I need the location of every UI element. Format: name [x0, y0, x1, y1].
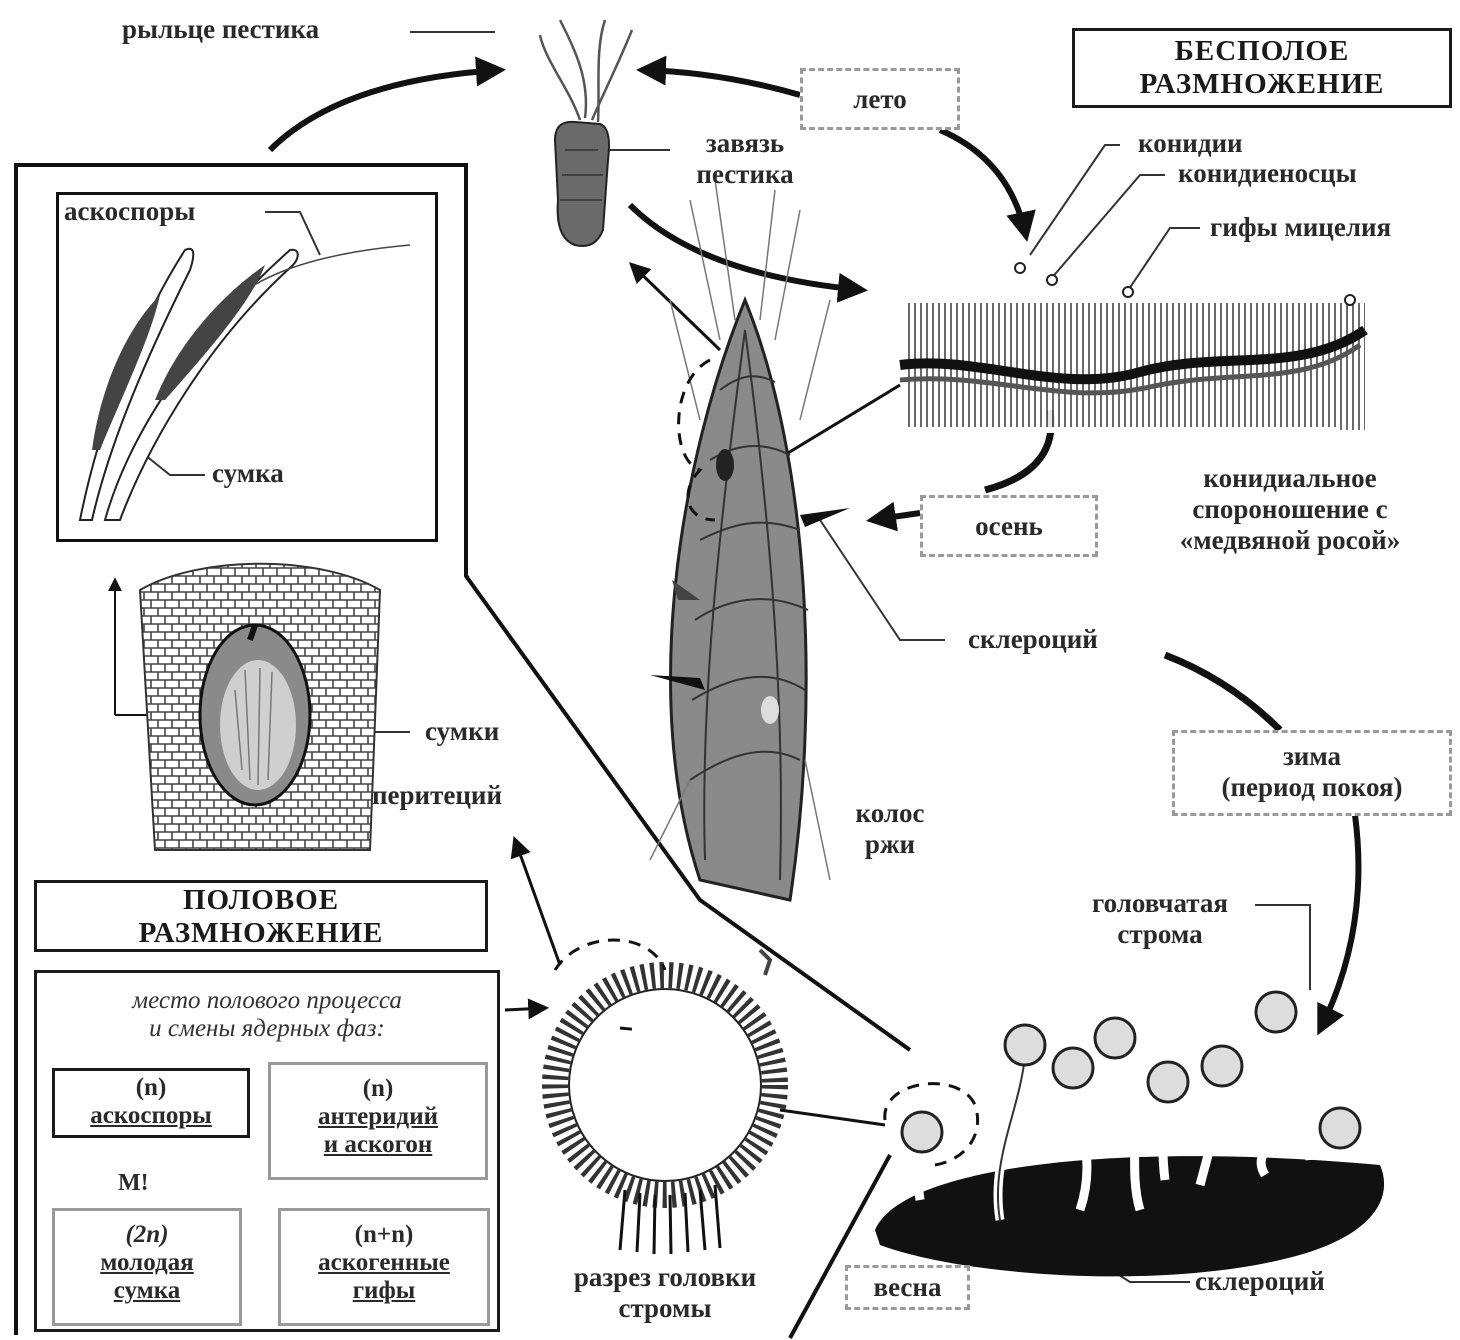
asexual-title-line1: БЕСПОЛОЕ: [1075, 35, 1449, 68]
arrow-sclerotium-to-winter: [1165, 655, 1280, 730]
leader-hyphae: [1125, 228, 1200, 295]
arrow-summer-to-stigma: [642, 70, 800, 95]
sexual-title-line2: РАЗМНОЖЕНИЕ: [37, 917, 485, 950]
pistil-drawing: [540, 20, 632, 246]
ascogenous-ploidy: (n+n): [281, 1221, 487, 1249]
season-autumn: осень: [920, 495, 1098, 557]
conidial-line3: «медвяной росой»: [1130, 525, 1450, 556]
ascospores-name: аскоспоры: [55, 1102, 247, 1130]
ovary-line2: пестика: [670, 159, 820, 190]
label-ascus: сумка: [212, 458, 284, 489]
label-conidia: конидии: [1138, 128, 1243, 159]
conidial-line1: конидиальное: [1130, 463, 1450, 494]
phase-box-ascogenous: (n+n) аскогенные гифы: [278, 1208, 490, 1326]
antheridium-name-line1: антеридий: [271, 1103, 485, 1131]
ascogenous-name-line2: гифы: [281, 1277, 487, 1305]
label-sclerotium-top: склероций: [968, 624, 1098, 655]
young-ascus-name-line2: сумка: [55, 1277, 239, 1305]
season-spring: весна: [845, 1265, 970, 1310]
stroma-line2: строма: [1060, 919, 1260, 950]
winter-line1: зима: [1175, 741, 1449, 772]
leader-conidiophores: [1050, 175, 1165, 280]
label-asci: сумки: [425, 716, 499, 747]
season-summer: лето: [800, 68, 960, 130]
frame-line-lower: [790, 1155, 890, 1338]
label-perithecium: перитеций: [372, 780, 502, 811]
nuclear-heading-line2: и смены ядерных фаз:: [37, 1015, 497, 1043]
section-line1: разрез головки: [525, 1262, 805, 1293]
young-ascus-name-line1: молодая: [55, 1249, 239, 1277]
leader-stroma: [1255, 905, 1310, 990]
phase-box-antheridium: (n) антеридий и аскогон: [268, 1062, 488, 1180]
section-line2: стромы: [525, 1293, 805, 1324]
sexual-title-line1: ПОЛОВОЕ: [37, 884, 485, 917]
label-sclerotium-bottom: склероций: [1195, 1266, 1325, 1297]
arrow-ovary-to-mycelium: [630, 205, 862, 290]
antheridium-ploidy: (n): [271, 1075, 485, 1103]
meiosis-mark: M!: [118, 1168, 149, 1199]
ear-line1: колос: [830, 798, 950, 829]
arrow-summer-to-conidia: [940, 130, 1026, 236]
mycelium-drawing: [900, 263, 1365, 430]
phase-box-young-ascus: (2n) молодая сумка: [52, 1208, 242, 1326]
phase-box-ascospores: (n) аскоспоры: [52, 1068, 250, 1138]
arrow-frame-to-stigma: [270, 70, 500, 150]
label-conidial-sporulation: конидиальное спороношение с «медвяной ро…: [1130, 463, 1450, 556]
arrow-into-section: [505, 1008, 545, 1010]
section-to-head-line: [780, 1110, 885, 1125]
young-ascus-ploidy: (2n): [55, 1221, 239, 1249]
label-rye-ear: колос ржи: [830, 798, 950, 860]
label-ovary: завязь пестика: [670, 128, 820, 190]
ovary-line1: завязь: [670, 128, 820, 159]
ear-line2: ржи: [830, 829, 950, 860]
arrow-perithecium-up: [515, 840, 560, 965]
label-conidiophores: конидиеносцы: [1178, 158, 1357, 189]
winter-line2: (период покоя): [1175, 772, 1449, 803]
rye-ear-drawing: [650, 180, 850, 975]
asexual-title-box: БЕСПОЛОЕ РАЗМНОЖЕНИЕ: [1072, 28, 1452, 108]
leader-conidia: [1030, 145, 1120, 255]
label-stroma-section: разрез головки стромы: [525, 1262, 805, 1324]
season-winter: зима (период покоя): [1172, 730, 1452, 816]
nuclear-heading-line1: место полового процесса: [37, 987, 497, 1015]
antheridium-name-line2: и аскогон: [271, 1131, 485, 1159]
sclerotium-stroma-drawing: [875, 992, 1384, 1276]
stroma-section-drawing: [555, 940, 775, 1254]
ascogenous-name-line1: аскогенные: [281, 1249, 487, 1277]
perithecium-drawing: [140, 564, 380, 850]
ascospore-inset-box: [56, 192, 438, 542]
label-stigma: рыльце пестика: [122, 14, 319, 45]
ascospores-ploidy: (n): [55, 1074, 247, 1102]
arrow-winter-to-stroma: [1320, 815, 1358, 1030]
label-capitate-stroma: головчатая строма: [1060, 888, 1260, 950]
asexual-title-line2: РАЗМНОЖЕНИЕ: [1075, 68, 1449, 101]
sexual-title-box: ПОЛОВОЕ РАЗМНОЖЕНИЕ: [34, 880, 488, 952]
label-hyphae: гифы мицелия: [1210, 212, 1391, 243]
stroma-line1: головчатая: [1060, 888, 1260, 919]
conidial-line2: спороношение с: [1130, 494, 1450, 525]
arrow-autumn-to-ear: [872, 513, 920, 520]
label-ascospores: аскоспоры: [64, 196, 195, 227]
